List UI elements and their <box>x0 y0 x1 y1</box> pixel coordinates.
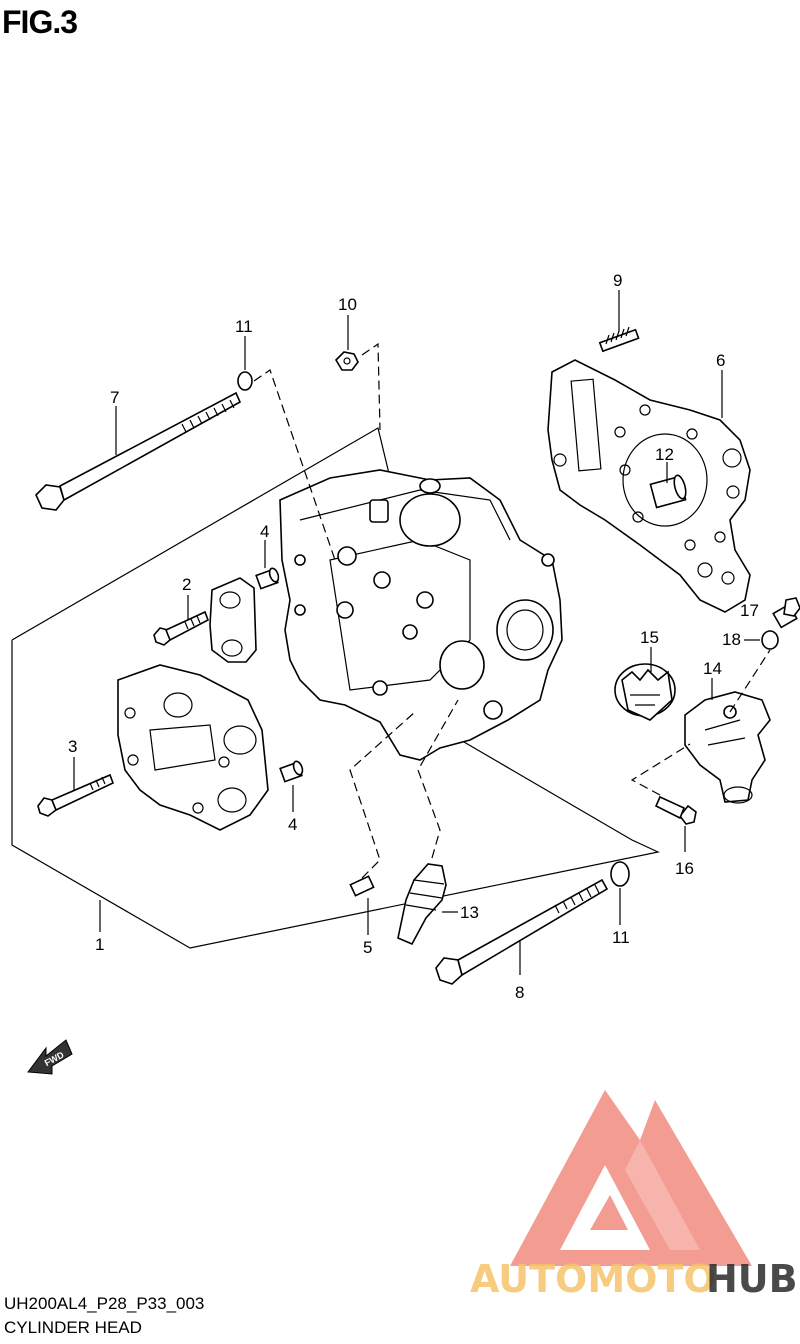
callout-6: 6 <box>716 351 725 370</box>
callout-12: 12 <box>655 445 674 464</box>
fwd-arrow-icon: FWD <box>27 1039 73 1075</box>
watermark-text-hub: HUB <box>706 1257 798 1301</box>
dowel-pin-upper[interactable] <box>255 567 280 590</box>
diagram-name: CYLINDER HEAD <box>4 1318 142 1337</box>
cylinder-head[interactable] <box>279 469 563 761</box>
callout-9: 9 <box>613 271 622 290</box>
figure-title: FIG.3 <box>2 4 78 40</box>
callout-11-lower: 11 <box>612 928 630 947</box>
callout-10: 10 <box>338 295 357 314</box>
callout-4-upper: 4 <box>260 522 269 541</box>
sealing-washer[interactable] <box>761 630 779 650</box>
small-pin[interactable] <box>349 875 375 897</box>
callout-3: 3 <box>68 737 77 756</box>
callout-1: 1 <box>95 935 104 954</box>
callout-18: 18 <box>722 630 741 649</box>
spark-plug[interactable] <box>397 863 447 946</box>
long-bolt-upper[interactable] <box>35 391 242 511</box>
long-bolt-lower[interactable] <box>435 878 609 985</box>
gasket[interactable] <box>547 359 751 613</box>
callout-17: 17 <box>740 601 759 620</box>
washer-top[interactable] <box>237 371 253 391</box>
diagram-code: UH200AL4_P28_P33_003 <box>4 1294 205 1313</box>
housing-bolt[interactable] <box>654 795 697 825</box>
bolt-holder[interactable] <box>37 773 115 817</box>
dowel-pin-large[interactable] <box>649 474 688 509</box>
callout-15: 15 <box>640 628 659 647</box>
callout-2: 2 <box>182 575 191 594</box>
callout-14: 14 <box>703 659 722 678</box>
thermostat[interactable] <box>614 663 676 721</box>
callout-16: 16 <box>675 859 694 878</box>
camshaft-holder[interactable] <box>117 664 269 831</box>
callout-5: 5 <box>363 938 372 957</box>
watermark-logo-icon <box>510 1090 752 1266</box>
bolt-small[interactable] <box>153 610 209 646</box>
callout-4-lower: 4 <box>288 815 297 834</box>
stud-bolt[interactable] <box>598 326 640 353</box>
callout-7: 7 <box>110 388 119 407</box>
thermostat-housing[interactable] <box>684 691 771 804</box>
washer-lower[interactable] <box>610 861 630 887</box>
bleed-bolt[interactable] <box>772 597 800 629</box>
dowel-pin-lower[interactable] <box>279 760 304 783</box>
watermark-text-auto: AUTOMOTO <box>470 1257 716 1301</box>
callout-8: 8 <box>515 983 524 1002</box>
camshaft-bracket[interactable] <box>209 577 257 663</box>
callout-11-upper: 11 <box>235 317 253 336</box>
callout-13: 13 <box>460 903 479 922</box>
nut[interactable] <box>334 351 359 371</box>
